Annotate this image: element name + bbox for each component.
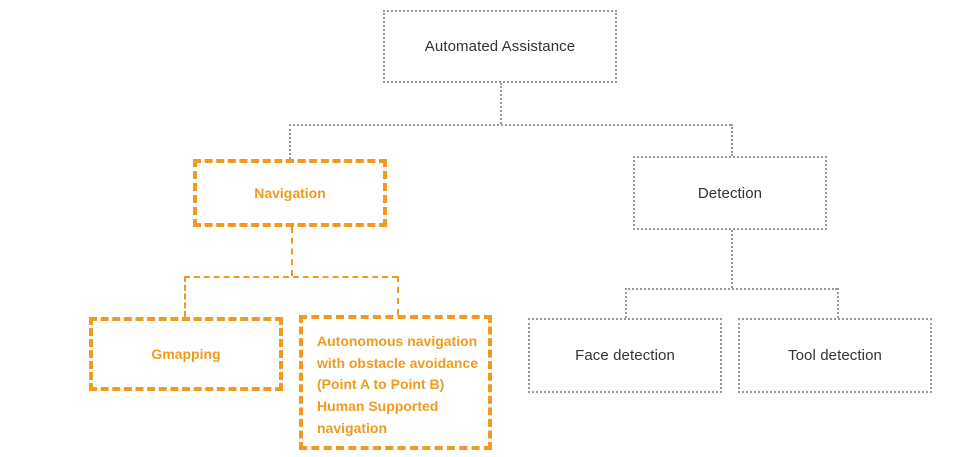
connector-navigation-stem xyxy=(291,227,293,276)
node-gmapping-label: Gmapping xyxy=(151,346,221,362)
node-gmapping[interactable]: Gmapping xyxy=(89,317,283,391)
connector-navigation-to-autonomous xyxy=(397,276,399,315)
node-detection[interactable]: Detection xyxy=(633,156,827,230)
connector-detection-bus xyxy=(625,288,837,290)
connector-detection-to-face xyxy=(625,288,627,318)
node-automated-assistance[interactable]: Automated Assistance xyxy=(383,10,617,83)
node-navigation-label: Navigation xyxy=(254,185,326,201)
node-tool-detection[interactable]: Tool detection xyxy=(738,318,932,393)
connector-root-to-navigation xyxy=(289,124,291,159)
node-tool-detection-label: Tool detection xyxy=(788,347,882,364)
connector-detection-stem xyxy=(731,230,733,288)
node-automated-assistance-label: Automated Assistance xyxy=(424,38,576,55)
connector-root-to-detection xyxy=(731,124,733,156)
node-autonomous-navigation[interactable]: Autonomous navigation with obstacle avoi… xyxy=(299,315,492,450)
node-detection-label: Detection xyxy=(697,184,763,202)
node-face-detection[interactable]: Face detection xyxy=(528,318,722,393)
connector-navigation-to-gmapping xyxy=(184,276,186,317)
node-navigation[interactable]: Navigation xyxy=(193,159,387,227)
connector-detection-to-tool xyxy=(837,288,839,318)
connector-root-stem xyxy=(500,83,502,124)
node-face-detection-label: Face detection xyxy=(575,347,675,364)
connector-navigation-bus xyxy=(184,276,398,278)
node-autonomous-navigation-label: Autonomous navigation with obstacle avoi… xyxy=(317,333,479,436)
connector-root-bus xyxy=(289,124,731,126)
